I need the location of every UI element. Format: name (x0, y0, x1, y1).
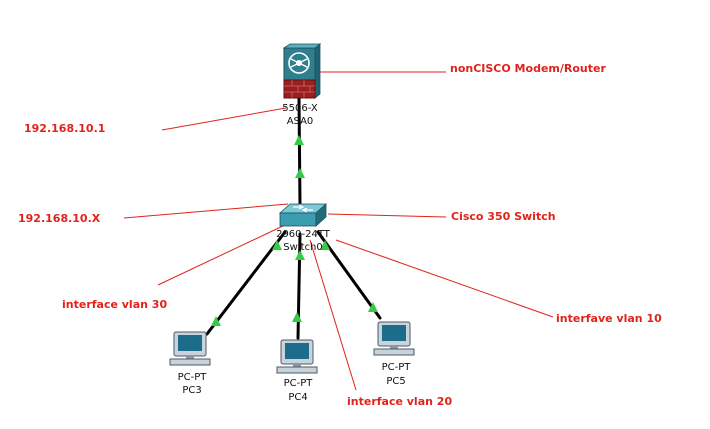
asa-logo-icon (288, 52, 310, 74)
switch-front (279, 212, 317, 227)
annotation-lines (123, 71, 554, 391)
indicator-pc3 (211, 316, 221, 326)
vlan20-pointer (309, 239, 357, 391)
pc5-name-label: PC5 (386, 376, 405, 387)
asa-ip-pointer (161, 107, 287, 131)
pc4-device[interactable]: PC-PT PC4 (276, 339, 318, 403)
asa-model-label: 5506-X (282, 103, 318, 114)
annotation-vlan20: interface vlan 20 (347, 395, 452, 408)
switch-ip-pointer (123, 203, 289, 219)
pc4-base (276, 366, 318, 374)
asa-device[interactable]: 5506-X ASA0 (282, 43, 322, 127)
brick-pattern (284, 80, 315, 98)
annotation-modem-router: nonCISCO Modem/Router (450, 62, 606, 75)
vlan10-pointer (335, 239, 554, 318)
pc4-model-label: PC-PT (284, 378, 314, 389)
indicator-asa-top (294, 135, 304, 145)
pc3-device[interactable]: PC-PT PC3 (169, 331, 211, 396)
pc3-name-label: PC3 (182, 385, 201, 396)
pc5-device[interactable]: PC-PT PC5 (373, 321, 415, 387)
pc3-screen (178, 335, 202, 351)
switch-name-label: Switch0 (283, 242, 322, 253)
link-asa-switch (297, 96, 302, 208)
pc5-model-label: PC-PT (382, 362, 412, 373)
indicator-switch-pc4 (295, 250, 305, 260)
switch-model-label: 2960-24TT (276, 229, 331, 240)
annotation-vlan30: interface vlan 30 (62, 298, 167, 311)
pc3-base (169, 358, 211, 366)
link-switch-pc5 (316, 230, 382, 320)
link-indicators (211, 135, 378, 326)
pc5-stand (390, 346, 398, 349)
switch-arrows-icon (293, 204, 313, 213)
link-switch-pc3 (205, 230, 287, 336)
pc4-name-label: PC4 (288, 392, 307, 403)
switch-label-pointer (327, 213, 447, 218)
indicator-switch-pc3 (272, 240, 282, 250)
pc5-screen (382, 325, 406, 341)
annotation-vlan10: interfave vlan 10 (556, 312, 662, 325)
switch-side-face (315, 203, 327, 227)
pc3-stand (186, 356, 194, 359)
pc3-model-label: PC-PT (178, 372, 208, 383)
indicator-pc5 (368, 302, 378, 312)
annotation-switch-ip: 192.168.10.X (18, 212, 101, 225)
indicator-switch-up (295, 168, 305, 178)
vlan30-pointer (157, 224, 286, 286)
annotation-switch-label: Cisco 350 Switch (451, 210, 556, 223)
asa-name-label: ASA0 (287, 116, 314, 127)
indicator-pc4 (292, 312, 302, 322)
annotation-asa-ip: 192.168.10.1 (24, 122, 105, 135)
pc4-stand (293, 364, 301, 367)
asa-side-face (314, 43, 321, 99)
indicator-switch-pc5 (320, 240, 330, 250)
switch-device[interactable]: 2960-24TT Switch0 (276, 203, 331, 253)
pc5-base (373, 348, 415, 356)
asa-top-face (282, 43, 322, 49)
pc4-screen (285, 343, 309, 359)
